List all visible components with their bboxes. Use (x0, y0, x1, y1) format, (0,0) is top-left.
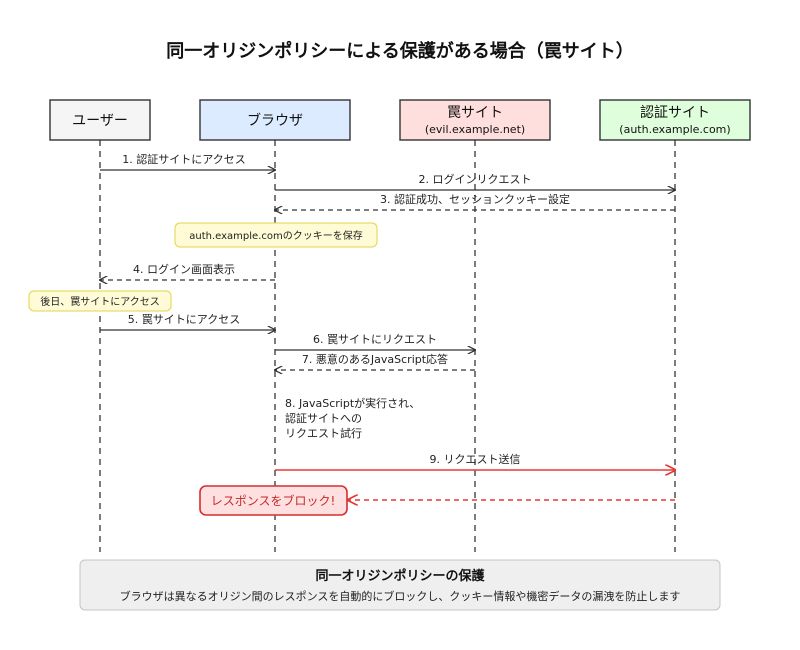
step-8-line-2: 認証サイトへの (285, 411, 362, 425)
response-blocked-badge: レスポンスをブロック! (199, 485, 348, 516)
message-6: 6. 罠サイトにリクエスト (275, 333, 475, 350)
step-8-js-execution: 8. JavaScriptが実行され、 認証サイトへの リクエスト試行 (285, 396, 420, 440)
footer-description: ブラウザは異なるオリジン間のレスポンスを自動的にブロックし、クッキー情報や機密デ… (120, 589, 681, 603)
message-3: 3. 認証成功、セッションクッキー設定 (275, 192, 675, 210)
actor-evil-domain: (evil.example.net) (425, 123, 525, 136)
message-7-label: 7. 悪意のあるJavaScript応答 (302, 352, 448, 366)
footer-summary: 同一オリジンポリシーの保護 ブラウザは異なるオリジン間のレスポンスを自動的にブロ… (79, 559, 721, 611)
message-2-label: 2. ログインリクエスト (419, 172, 532, 186)
actor-auth-name: 認証サイト (640, 105, 710, 121)
actor-evil-name: 罠サイト (447, 105, 503, 121)
footer-title: 同一オリジンポリシーの保護 (315, 568, 485, 584)
actor-browser-name: ブラウザ (247, 112, 303, 129)
actor-user-name: ユーザー (72, 113, 128, 129)
actor-user: ユーザー (49, 99, 151, 141)
actor-auth-site: 認証サイト (auth.example.com) (599, 99, 751, 141)
message-9-label: 9. リクエスト送信 (430, 452, 521, 466)
message-5-label: 5. 罠サイトにアクセス (128, 313, 240, 326)
message-6-label: 6. 罠サイトにリクエスト (313, 333, 437, 346)
message-3-label: 3. 認証成功、セッションクッキー設定 (380, 192, 570, 206)
message-4: 4. ログイン画面表示 (100, 262, 275, 280)
step-8-line-1: 8. JavaScriptが実行され、 (285, 396, 420, 410)
actor-evil-site: 罠サイト (evil.example.net) (399, 99, 551, 141)
note-later-text: 後日、罠サイトにアクセス (40, 295, 160, 308)
message-4-label: 4. ログイン画面表示 (133, 262, 235, 276)
note-cookie-text: auth.example.comのクッキーを保存 (189, 229, 362, 242)
message-1-label: 1. 認証サイトにアクセス (122, 152, 245, 166)
actor-auth-domain: (auth.example.com) (619, 123, 730, 136)
message-1: 1. 認証サイトにアクセス (100, 152, 275, 170)
note-later: 後日、罠サイトにアクセス (28, 290, 172, 312)
step-8-line-3: リクエスト試行 (285, 426, 362, 440)
message-9: 9. リクエスト送信 (275, 452, 675, 470)
diagram-title: 同一オリジンポリシーによる保護がある場合（罠サイト） (166, 40, 633, 62)
message-2: 2. ログインリクエスト (275, 172, 675, 190)
note-cookie-saved: auth.example.comのクッキーを保存 (174, 222, 378, 248)
message-7: 7. 悪意のあるJavaScript応答 (275, 352, 475, 370)
actor-browser: ブラウザ (199, 99, 351, 141)
block-label: レスポンスをブロック! (211, 493, 336, 508)
message-5: 5. 罠サイトにアクセス (100, 313, 275, 330)
